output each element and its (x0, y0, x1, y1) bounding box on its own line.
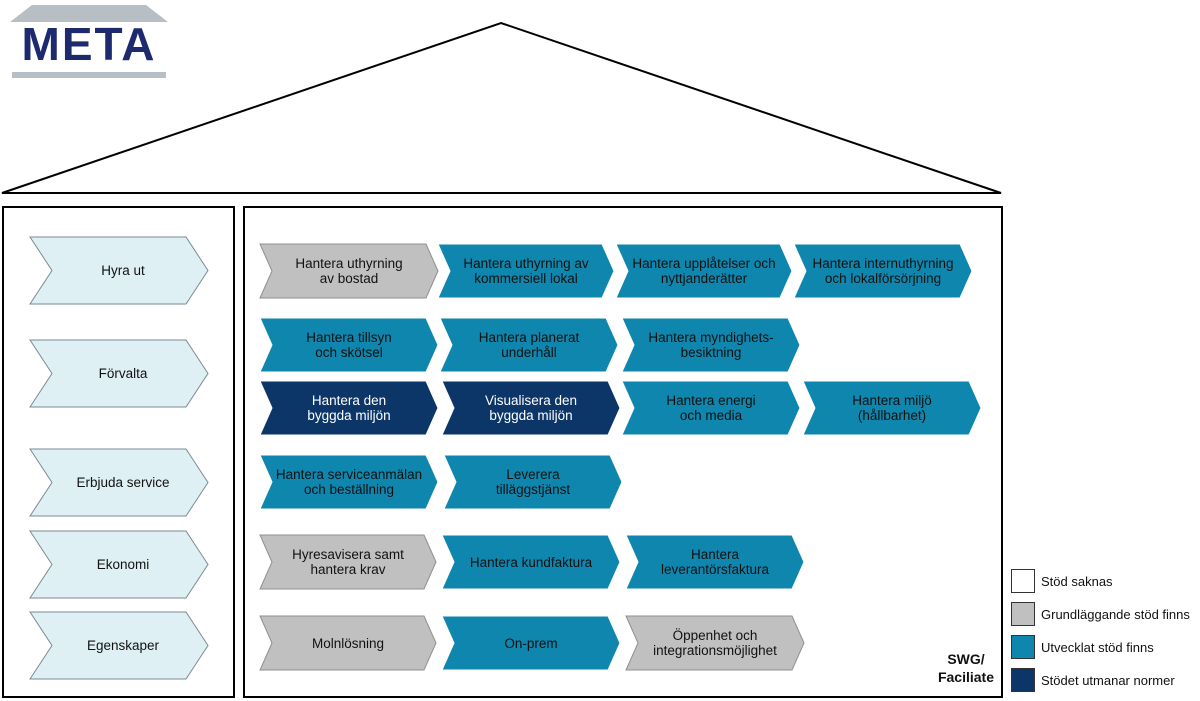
process-chevron-shape (441, 615, 621, 671)
process-hantera-byggda-miljon: Hantera den byggda miljön (307, 393, 391, 423)
process-hantera-myndighetsbesiktning: Hantera myndighets- besiktning (648, 330, 774, 360)
category-chevron-shape (29, 236, 209, 305)
process-hantera-serviceanmalan: Hantera serviceanmälan och beställning (275, 467, 423, 497)
process-visualisera-byggda-miljon: Visualisera den byggda miljön (484, 393, 578, 423)
category-chevrons (29, 236, 209, 680)
process-chevron-shape (615, 243, 793, 299)
meta-logo: META (10, 4, 168, 78)
process-hantera-miljo: Hantera miljö (hållbarhet) (852, 393, 932, 423)
legend-swatch-developed (1011, 635, 1035, 659)
process-chevrons (259, 243, 982, 671)
process-hyresavisera: Hyresavisera samt hantera krav (292, 547, 404, 577)
legend-item-basic: Grundläggande stöd finns (1011, 601, 1190, 627)
process-hantera-leverantorsfaktura: Hantera leverantörsfaktura (660, 547, 770, 577)
category-egenskaper: Egenskaper (86, 638, 160, 653)
category-chevron-shape (29, 339, 209, 408)
category-ekonomi: Ekonomi (96, 557, 150, 572)
process-hantera-kundfaktura: Hantera kundfaktura (469, 554, 593, 570)
category-forvalta: Förvalta (98, 366, 148, 381)
processes-frame (243, 206, 1003, 698)
process-hantera-internuthyrning: Hantera internuthyrning och lokalförsörj… (812, 256, 954, 286)
legend-swatch-basic (1011, 602, 1035, 626)
category-chevron-shape (29, 611, 209, 680)
logo-bar (12, 72, 166, 78)
process-chevron-shape (625, 615, 805, 671)
process-chevron-shape (443, 454, 623, 510)
process-chevron-shape (793, 243, 973, 299)
category-chevron-shape (29, 530, 209, 599)
category-erbjuda-service: Erbjuda service (76, 475, 170, 490)
categories-frame (2, 206, 235, 698)
process-on-prem: On-prem (504, 635, 558, 651)
process-leverera-tillaggstjanst: Leverera tilläggstjänst (495, 467, 571, 497)
logo-text: META (21, 18, 157, 70)
house-roof (1, 21, 1002, 194)
process-chevron-shape (259, 615, 437, 671)
process-chevron-shape (621, 380, 801, 436)
legend-swatch-none (1011, 569, 1035, 593)
process-chevron-shape (625, 534, 805, 590)
process-hantera-uthyrning-lokal: Hantera uthyrning av kommersiell lokal (463, 256, 589, 286)
process-chevron-shape (259, 380, 439, 436)
process-hantera-upplatelser: Hantera upplåtelser och nyttjanderätter (632, 256, 776, 286)
process-hantera-energi: Hantera energi och media (666, 393, 756, 423)
category-chevron-shape (29, 448, 209, 517)
process-chevron-shape (259, 454, 439, 510)
process-hantera-uthyrning-bostad: Hantera uthyrning av bostad (295, 256, 403, 286)
process-chevron-shape (441, 534, 621, 590)
category-hyra-ut: Hyra ut (101, 263, 145, 278)
process-hantera-tillsyn: Hantera tillsyn och skötsel (306, 330, 392, 360)
legend-item-none: Stöd saknas (1011, 568, 1113, 594)
legend-swatch-challenging (1011, 668, 1035, 692)
process-chevron-shape (259, 243, 439, 299)
process-hantera-planerat-underhall: Hantera planerat underhåll (478, 330, 580, 360)
process-oppenhet-integration: Öppenhet och integrationsmöjlighet (653, 628, 777, 658)
process-chevron-shape (437, 243, 615, 299)
process-chevron-shape (259, 534, 437, 590)
system-label: SWG/ Faciliate (937, 651, 994, 685)
logo-roof-icon (10, 5, 168, 22)
process-molnlosning: Molnlösning (311, 635, 385, 651)
legend-item-challenging: Stödet utmanar normer (1011, 667, 1175, 693)
legend-item-developed: Utvecklat stöd finns (1011, 634, 1154, 660)
process-chevron-shape (439, 317, 619, 373)
process-chevron-shape (621, 317, 801, 373)
process-chevron-shape (802, 380, 982, 436)
process-chevron-shape (441, 380, 621, 436)
process-chevron-shape (259, 317, 439, 373)
